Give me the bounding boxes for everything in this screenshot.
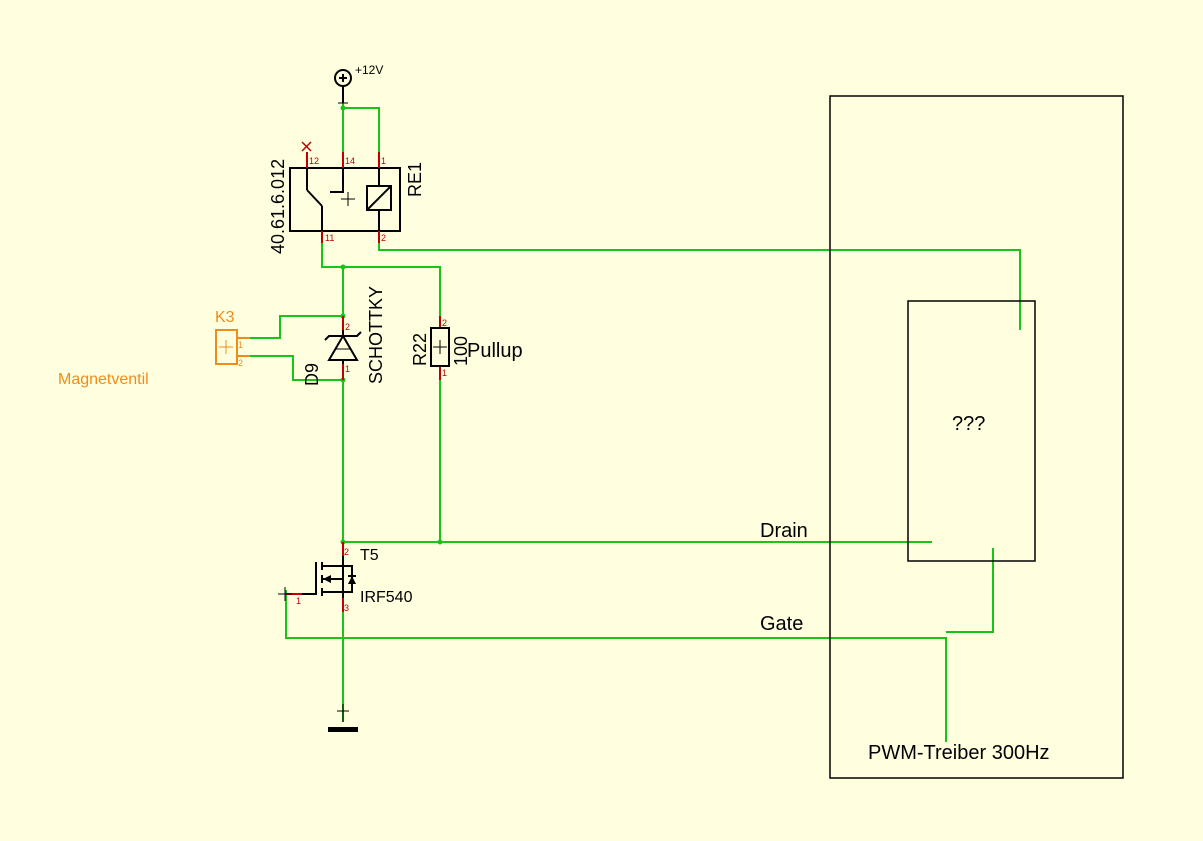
relay-pin-2: 2 <box>381 233 386 243</box>
junction-dot <box>340 264 346 270</box>
power-supply-symbol[interactable]: +12V <box>334 63 383 104</box>
resistor-value: 100 <box>451 336 471 366</box>
ground-icon <box>328 704 358 732</box>
relay-contact-icon <box>306 168 380 231</box>
mosfet-body-diode-icon <box>348 576 356 584</box>
resistor-body-icon <box>430 327 450 367</box>
mosfet-value: IRF540 <box>360 589 413 606</box>
mosfet-pins <box>286 542 344 612</box>
connector-origin-cross <box>219 340 233 354</box>
mosfet-pin-2: 2 <box>344 547 349 557</box>
wire-k3-pin2 <box>237 355 343 381</box>
wires <box>237 103 1021 742</box>
wire-k3-pin1 <box>237 315 343 339</box>
power-label: +12V <box>355 63 383 77</box>
diode-name: D9 <box>302 363 322 386</box>
pwm-driver-inner-label: ??? <box>952 413 985 435</box>
relay-value: 40.61.6.012 <box>268 159 288 254</box>
wire-gate-to-box <box>946 548 994 633</box>
connector-k3[interactable]: 1 2 K3 Magnetventil <box>58 309 250 388</box>
diode-pin-2: 2 <box>345 322 350 332</box>
relay-re1[interactable]: 12 14 1 11 2 RE1 40.61.6.012 <box>268 141 425 254</box>
junctions <box>340 105 443 545</box>
mosfet-pin-3: 3 <box>344 603 349 613</box>
relay-pin-11: 11 <box>325 233 334 243</box>
mosfet-t5[interactable]: 1 2 3 T5 IRF540 <box>278 542 413 613</box>
power-supply-plus-icon <box>334 69 352 104</box>
unconnected-pin-marker-icon <box>301 141 312 152</box>
junction-dot <box>340 105 346 111</box>
relay-coil-icon <box>366 185 392 211</box>
connector-body-icon <box>215 329 238 365</box>
mosfet-name: T5 <box>360 547 379 564</box>
ground-symbol[interactable] <box>328 704 358 732</box>
mosfet-origin-cross <box>278 587 292 601</box>
resistor-name: R22 <box>410 333 430 366</box>
junction-dot <box>437 539 443 545</box>
connector-pin-1: 1 <box>238 340 243 350</box>
resistor-r22[interactable]: 2 1 R22 100 Pullup <box>410 316 523 380</box>
wire-12v-to-coil <box>343 107 380 152</box>
pwm-driver-inner-box <box>907 300 1036 562</box>
connector-pins <box>237 337 250 357</box>
diode-pin-1: 1 <box>345 364 350 374</box>
net-label-gate: Gate <box>760 613 803 635</box>
mosfet-arrow-icon <box>323 575 331 583</box>
relay-pins <box>306 152 380 243</box>
wire-gate-net <box>285 590 947 742</box>
relay-name: RE1 <box>405 162 425 197</box>
pwm-driver-block[interactable]: ??? PWM-Treiber 300Hz <box>829 95 1124 779</box>
relay-pin-12: 12 <box>309 156 319 166</box>
resistor-origin-cross <box>433 340 447 354</box>
connector-name: K3 <box>215 309 235 326</box>
diode-d9[interactable]: 2 1 D9 SCHOTTKY <box>302 286 386 386</box>
resistor-pin-1: 1 <box>442 368 447 378</box>
schottky-diode-icon <box>324 330 362 364</box>
wire-coil-to-driver <box>378 243 1021 330</box>
relay-body <box>289 167 401 232</box>
pwm-driver-label: PWM-Treiber 300Hz <box>868 742 1050 764</box>
mosfet-pin-1: 1 <box>296 596 301 606</box>
wire-no-to-node <box>321 243 441 325</box>
resistor-pin-2: 2 <box>442 318 447 328</box>
relay-origin-cross <box>341 192 355 206</box>
diode-value: SCHOTTKY <box>366 286 386 384</box>
net-label-drain: Drain <box>760 520 808 542</box>
connector-pin-2: 2 <box>238 358 243 368</box>
relay-pin-14: 14 <box>345 156 355 166</box>
relay-pin-1: 1 <box>381 156 386 166</box>
resistor-label: Pullup <box>467 340 523 362</box>
pwm-driver-outer-box <box>829 95 1124 779</box>
connector-label: Magnetventil <box>58 371 149 388</box>
